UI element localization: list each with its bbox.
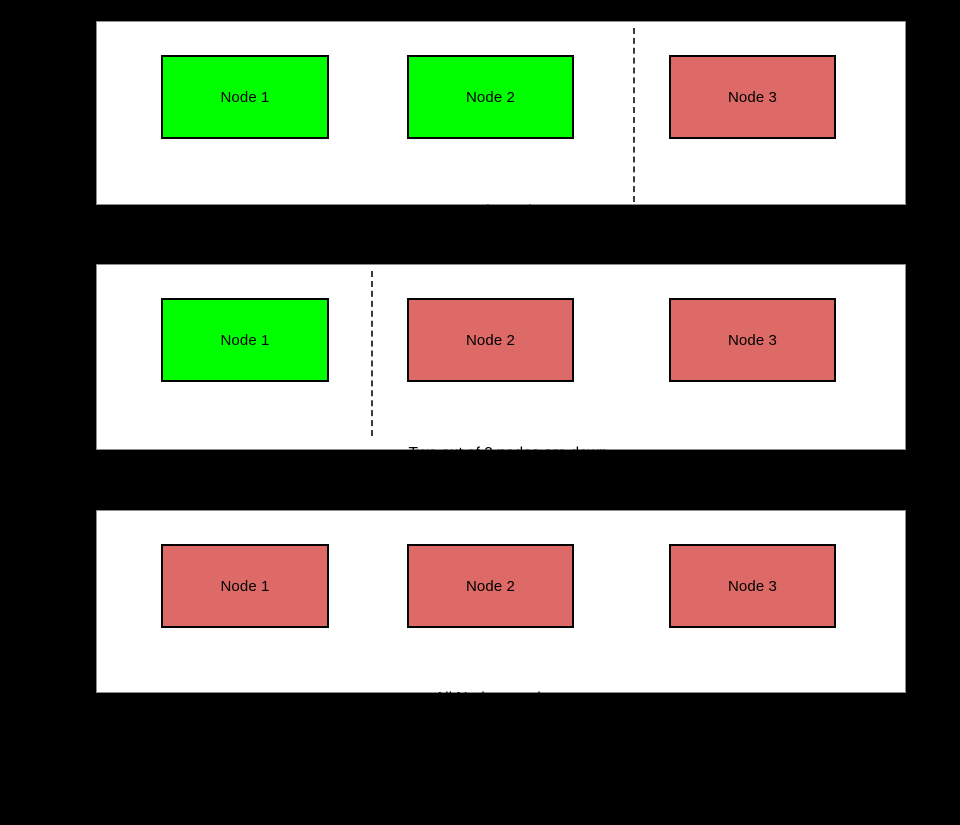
caption-line: Two out of 3 nodes are up: [417, 203, 597, 220]
scenario-panel-two-up: Node 1 Node 2 Node 3 Two out of 3 nodes …: [96, 21, 906, 289]
quorum-divider-line: [633, 28, 635, 202]
scenario-panel-two-down: Node 1 Node 2 Node 3 Two out of 3 nodes …: [96, 264, 906, 531]
panel-caption: All Nodes are down Majority Fails & Clus…: [97, 641, 907, 825]
node-label: Node 2: [466, 331, 515, 349]
node-label: Node 1: [220, 331, 270, 349]
node-box-3: Node 3: [669, 544, 836, 628]
node-box-2: Node 2: [407, 298, 574, 382]
node-label: Node 3: [728, 577, 777, 595]
caption-line: All Nodes are down: [434, 690, 570, 707]
quorum-divider-line: [371, 271, 373, 436]
node-box-3: Node 3: [669, 55, 836, 139]
node-box-1: Node 1: [161, 55, 329, 139]
node-label: Node 2: [466, 577, 515, 595]
node-label: Node 1: [220, 577, 270, 595]
scenario-panel-all-down: Node 1 Node 2 Node 3 All Nodes are down …: [96, 510, 906, 776]
node-label: Node 1: [220, 88, 270, 106]
node-box-3: Node 3: [669, 298, 836, 382]
node-label: Node 3: [728, 88, 777, 106]
node-label: Node 2: [466, 88, 515, 106]
node-box-1: Node 1: [161, 544, 329, 628]
caption-line: Majority Fails & Cluster Stops: [400, 759, 604, 776]
node-box-1: Node 1: [161, 298, 329, 382]
node-label: Node 3: [728, 331, 777, 349]
node-box-2: Node 2: [407, 544, 574, 628]
caption-line: Two out of 3 nodes are down: [408, 445, 608, 462]
node-box-2: Node 2: [407, 55, 574, 139]
diagram-canvas: Node 1 Node 2 Node 3 Two out of 3 nodes …: [96, 21, 906, 776]
